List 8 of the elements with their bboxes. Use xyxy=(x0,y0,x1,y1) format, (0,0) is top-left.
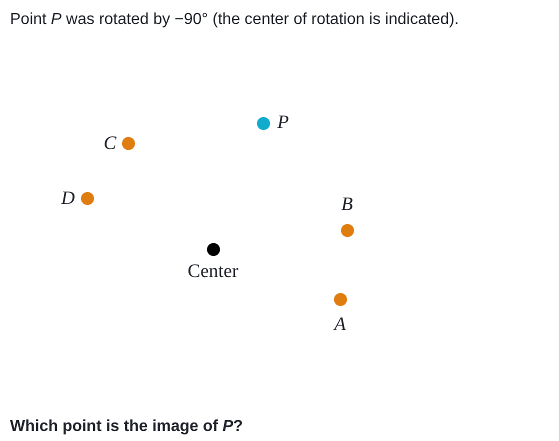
point-label: B xyxy=(341,195,353,215)
question-text: Point P was rotated by −90° (the center of rotation is indicated). xyxy=(10,11,459,29)
point-label: A xyxy=(334,315,346,335)
question-prompt: Which point is the image of P? xyxy=(10,418,243,436)
point-label: D xyxy=(61,189,75,209)
point-label: P xyxy=(277,113,289,133)
point-label: C xyxy=(104,134,116,154)
point-label: Center xyxy=(188,262,238,282)
